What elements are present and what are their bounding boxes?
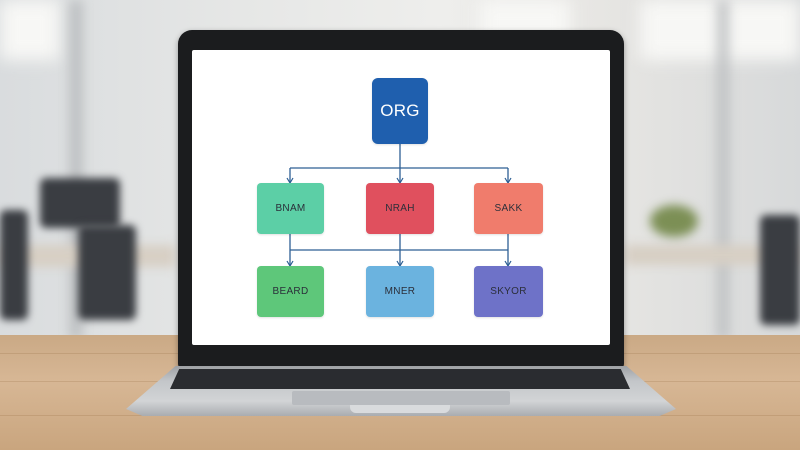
org-node-level2: SKYOR bbox=[474, 266, 543, 317]
org-node-level1: BNAM bbox=[257, 183, 324, 234]
background-desk bbox=[625, 245, 800, 265]
background-chair bbox=[760, 215, 800, 325]
window-frame bbox=[718, 0, 728, 340]
org-chart: ORG BNAM NRAH SAKK BEARD MNER SKYOR bbox=[192, 50, 610, 345]
background-monitor bbox=[40, 178, 120, 228]
background-plant bbox=[650, 205, 698, 237]
laptop-keyboard bbox=[170, 369, 630, 389]
background-chair bbox=[78, 225, 136, 320]
laptop-lid-notch bbox=[350, 405, 450, 413]
org-node-level2: BEARD bbox=[257, 266, 324, 317]
laptop-trackpad bbox=[292, 391, 510, 405]
laptop-screen: ORG BNAM NRAH SAKK BEARD MNER SKYOR bbox=[192, 50, 610, 345]
org-node-level1: NRAH bbox=[366, 183, 434, 234]
org-node-level2: MNER bbox=[366, 266, 434, 317]
org-node-level1: SAKK bbox=[474, 183, 543, 234]
background-chair bbox=[0, 210, 28, 320]
window-light bbox=[0, 0, 60, 60]
org-node-root: ORG bbox=[372, 78, 428, 144]
